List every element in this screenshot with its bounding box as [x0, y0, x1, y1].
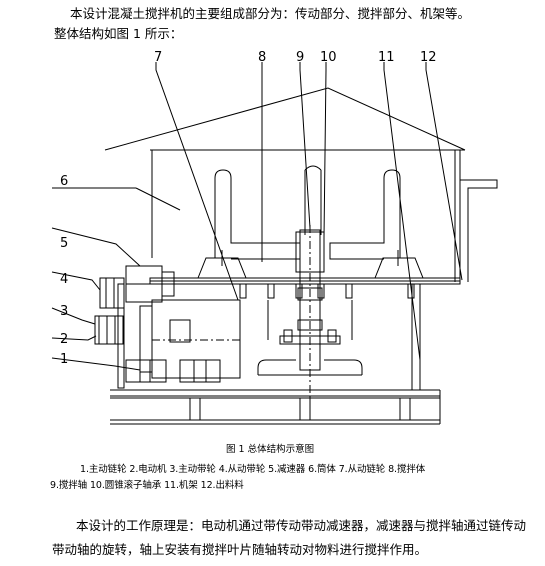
callout-6: 6: [60, 174, 69, 189]
callout-1: 1: [60, 352, 69, 367]
mixer-structure-drawing: [51, 62, 498, 425]
frame-post-mid: [117, 283, 125, 389]
callout-8: 8: [258, 50, 267, 65]
intro-line-1: 本设计混凝土搅拌机的主要组成部分为：传动部分、搅拌部分、机架等。: [70, 6, 471, 21]
drum-bolts: [239, 283, 415, 299]
driven-pulley: [99, 277, 125, 309]
callout-12: 12: [420, 50, 437, 65]
callout-2: 2: [60, 332, 69, 347]
bearing-seat-right: [374, 257, 424, 279]
lower-blade-left: [257, 359, 296, 375]
stirring-arm-left: [214, 169, 301, 260]
discharge-spout: [460, 179, 498, 282]
stirring-arm-right: [329, 169, 401, 260]
drum-roof: [104, 87, 466, 151]
frame-leg-right: [411, 283, 421, 391]
principle-line-1: 本设计的工作原理是：电动机通过带传动带动减速器，减速器与搅拌轴通过链传动: [76, 518, 527, 533]
electric-motor: [151, 299, 241, 379]
callout-3: 3: [60, 304, 69, 319]
callout-5: 5: [60, 236, 69, 251]
drive-pulley: [94, 315, 124, 345]
callout-10: 10: [320, 50, 337, 65]
stirring-arm-center: [304, 165, 322, 235]
drive-sprocket: [125, 359, 167, 383]
figure-caption: 图 1 总体结构示意图: [226, 444, 315, 455]
legend-line-1: 1.主动链轮 2.电动机 3.主动带轮 4.从动带轮 5.减速器 6.筒体 7.…: [80, 464, 426, 475]
lower-blade-right: [324, 359, 363, 375]
callout-4: 4: [60, 272, 69, 287]
callout-9: 9: [296, 50, 305, 65]
principle-line-2: 带动轴的旋转，轴上安装有搅拌叶片随轴转动对物料进行搅拌作用。: [52, 542, 428, 557]
callout-7: 7: [154, 50, 163, 65]
intro-line-2: 整体结构如图 1 所示：: [54, 26, 183, 41]
callout-11: 11: [378, 50, 395, 65]
leader-lines: [51, 62, 463, 371]
legend-line-2: 9.搅拌轴 10.圆锥滚子轴承 11.机架 12.出料料: [50, 480, 244, 491]
reducer: [125, 265, 175, 303]
